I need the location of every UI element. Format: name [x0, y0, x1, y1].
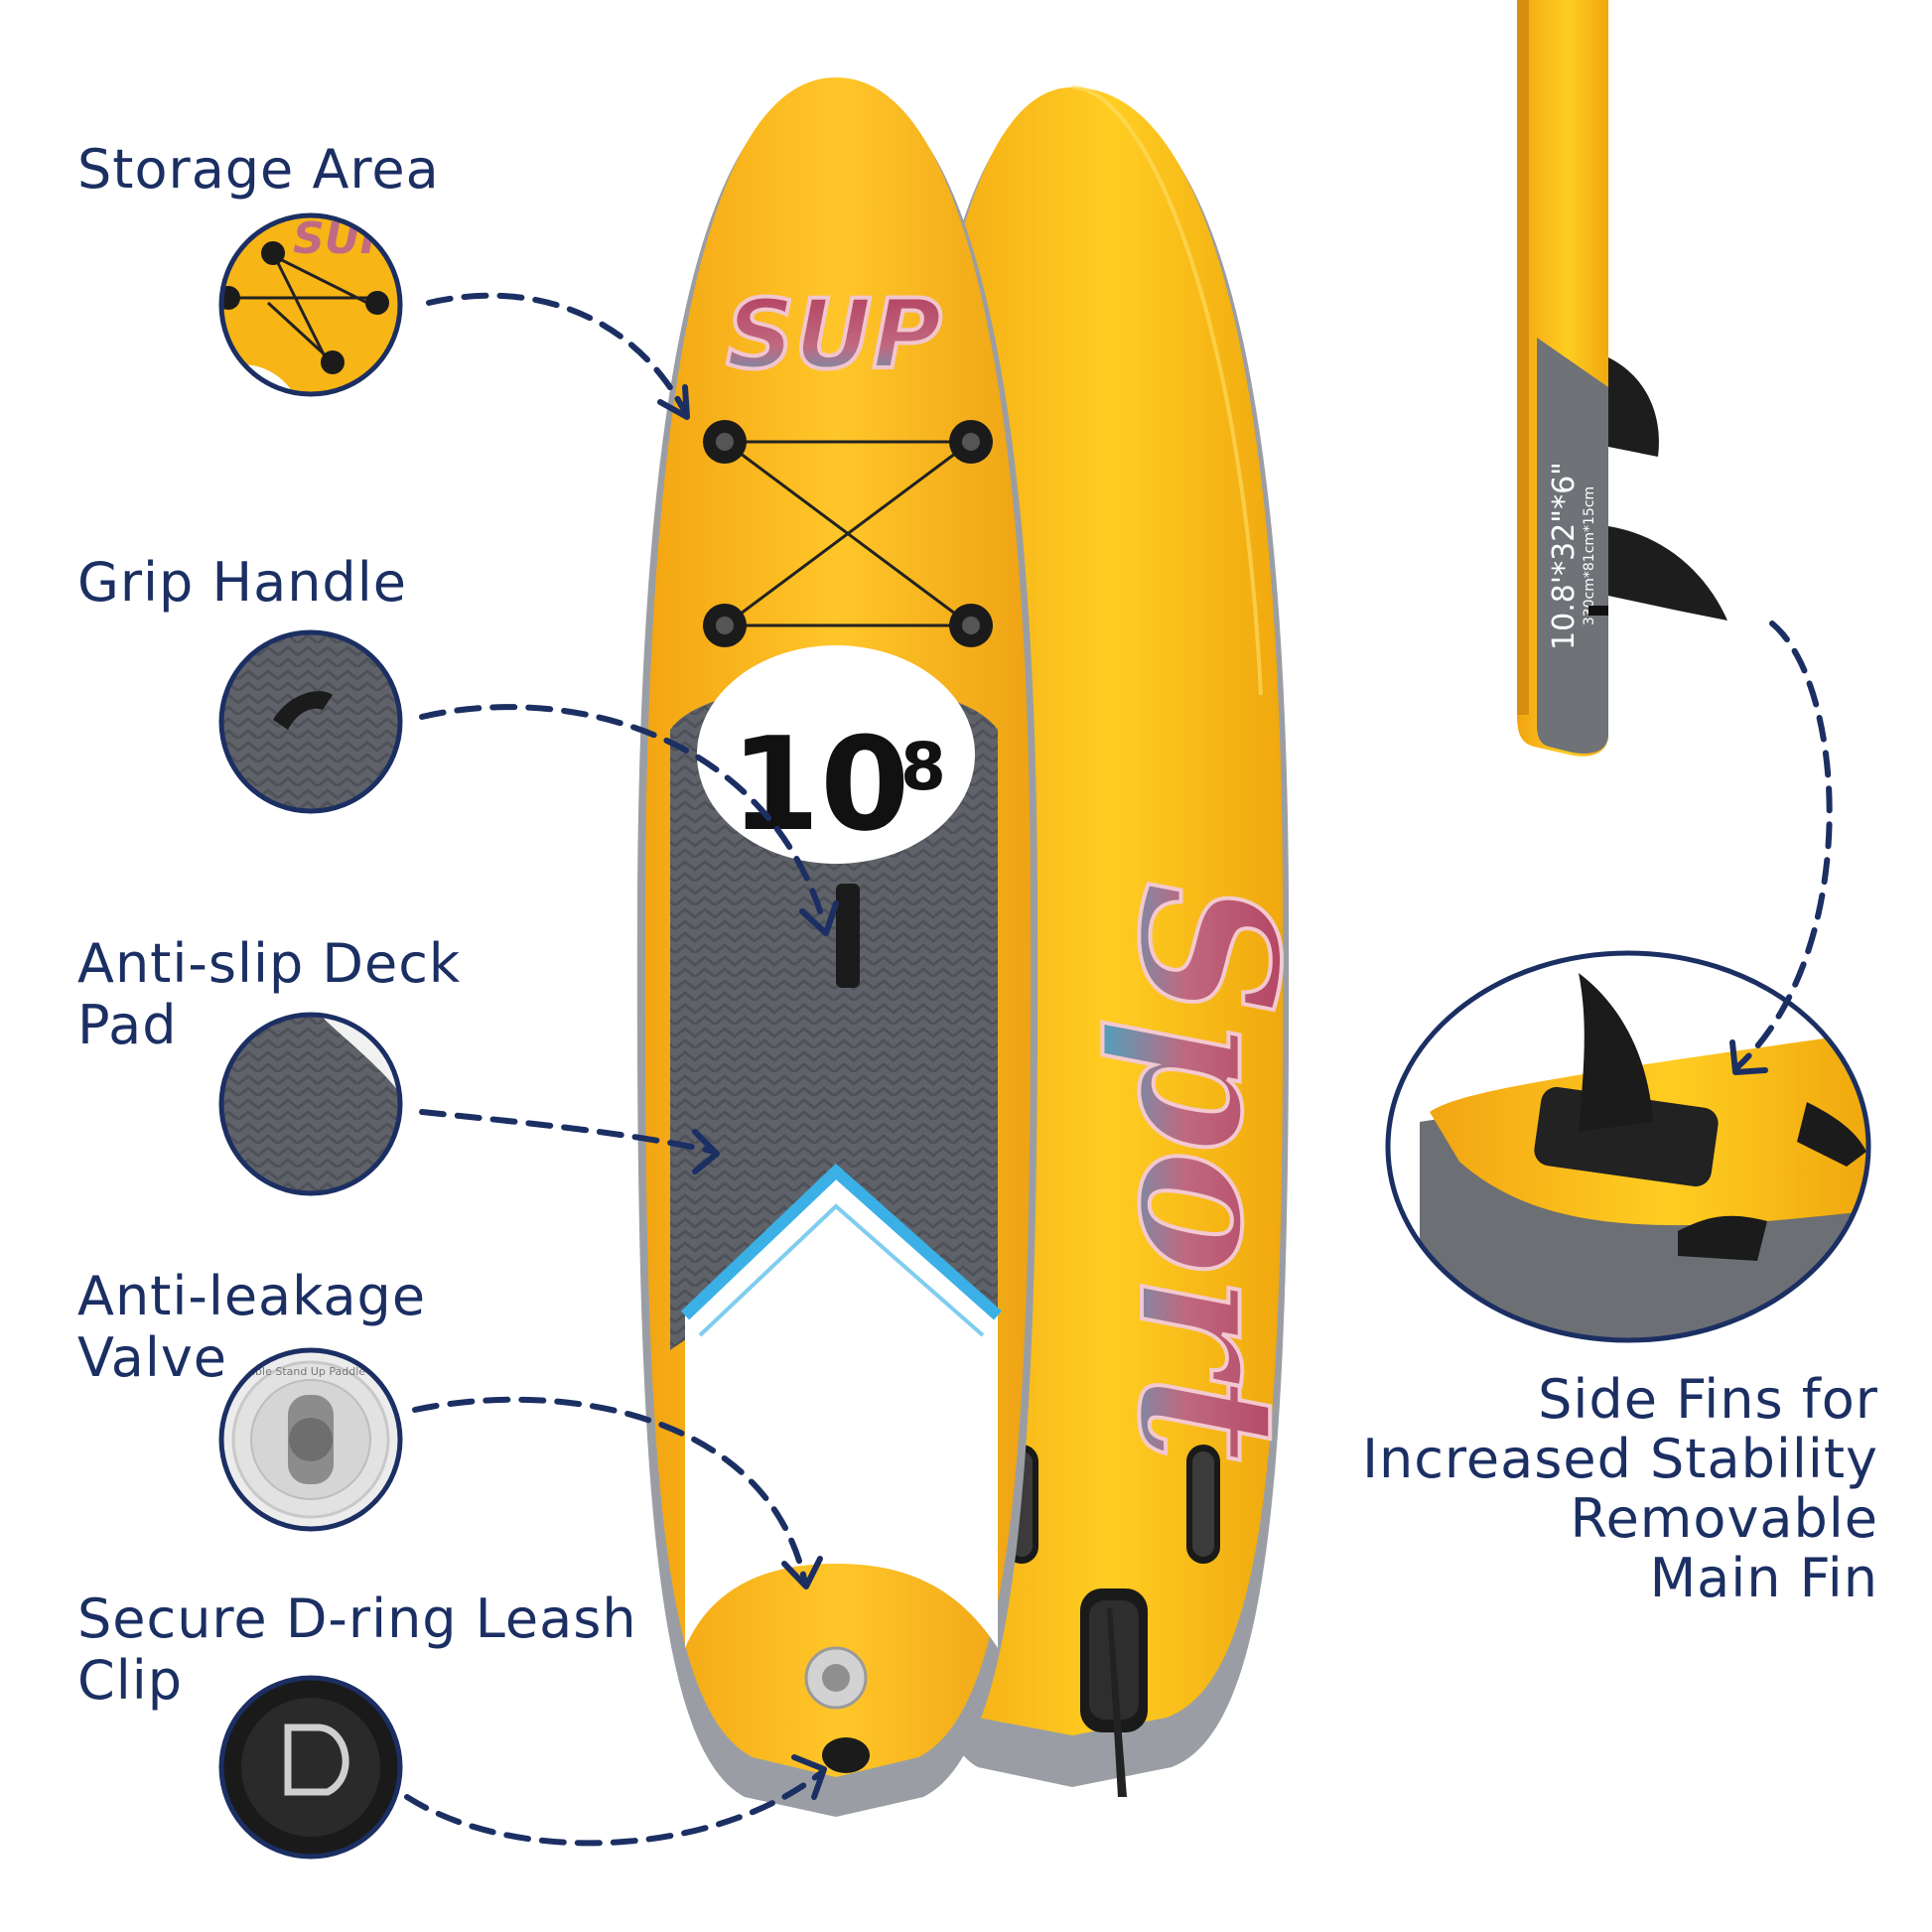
front-board: SUP 10 8: [636, 77, 1038, 1817]
size-number: 10: [731, 709, 910, 860]
fin-closeup: [1385, 950, 1871, 1343]
side-dimensions-text: 10.8'*32"*6": [1547, 462, 1582, 650]
side-fins-line-3: Removable: [1570, 1487, 1878, 1550]
d-ring-leash-clip-label: Secure D-ring Leash Clip: [77, 1587, 637, 1712]
side-fins-line-2: Increased Stability: [1362, 1428, 1878, 1490]
side-fins-line-4: Main Fin: [1649, 1547, 1878, 1609]
side-view-board: 10.8'*32"*6" 330cm*81cm*15cm: [1517, 0, 1727, 757]
deck-pad-arrow: [419, 1109, 718, 1155]
sport-text: Sport: [1097, 882, 1318, 1462]
side-metric-text: 330cm*81cm*15cm: [1582, 486, 1597, 625]
d-ring-thumbnail: [218, 1675, 403, 1860]
storage-area-thumbnail: SUP: [218, 212, 403, 397]
storage-bungee: [703, 420, 993, 647]
valve-text: Inflatable Stand Up Paddle Board: [220, 1365, 401, 1378]
anti-slip-deck-pad-label: Anti-slip Deck Pad: [77, 932, 462, 1056]
side-fins-line-1: Side Fins for: [1538, 1368, 1878, 1431]
storage-arrow: [426, 292, 688, 415]
valve-arrow: [412, 1396, 807, 1582]
fins-arrow: [1734, 621, 1833, 1070]
anti-leakage-valve-label: Anti-leakage Valve: [77, 1265, 427, 1389]
grip-handle-thumbnail: [218, 629, 403, 814]
grip-handle-label: Grip Handle: [77, 551, 407, 614]
storage-area-label: Storage Area: [77, 138, 440, 201]
d-ring-arrow: [404, 1769, 825, 1847]
grip-arrow: [419, 704, 827, 926]
anti-slip-pad-thumbnail: [218, 1012, 403, 1196]
sup-logo-text: SUP: [726, 279, 941, 390]
side-fins-label: Side Fins for Increased Stability Remova…: [1362, 1370, 1878, 1608]
arrowheads: [657, 384, 1768, 1800]
callout-arrows: [404, 292, 1833, 1847]
size-sup: 8: [900, 729, 946, 805]
valve-thumbnail: Inflatable Stand Up Paddle Board: [218, 1347, 403, 1532]
